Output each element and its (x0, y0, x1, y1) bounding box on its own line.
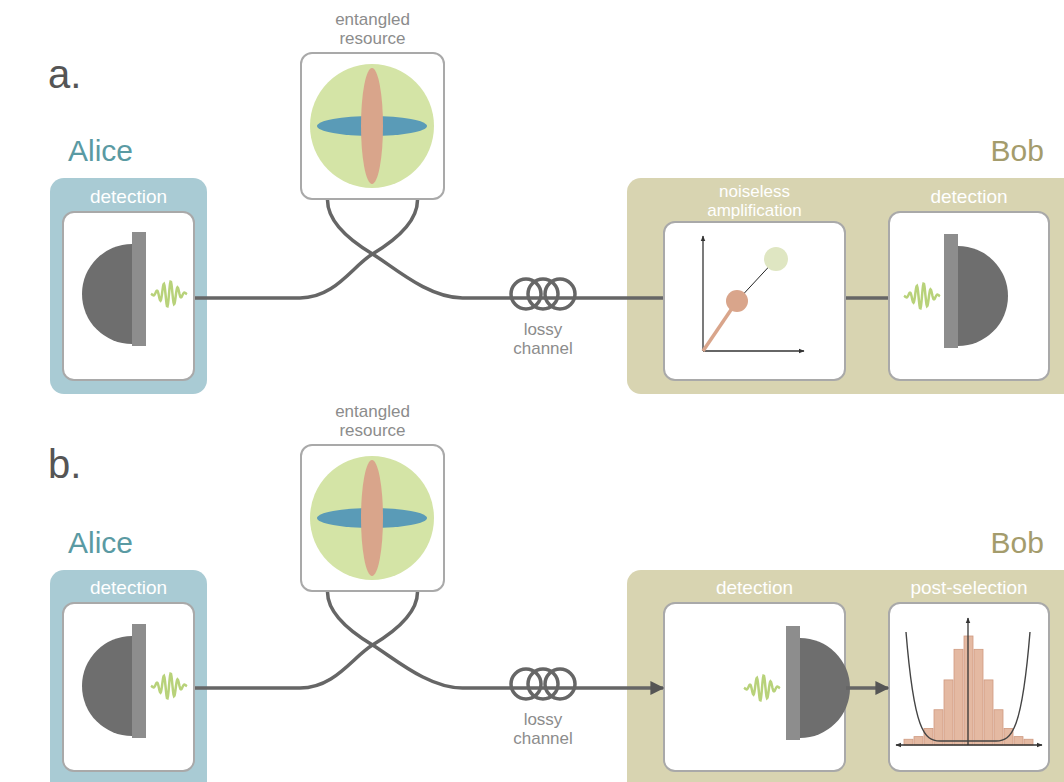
amplification-plot (703, 236, 804, 351)
node-heading: Bob (627, 134, 1064, 168)
node-heading: Alice (50, 526, 207, 560)
node-heading: detection (890, 186, 1048, 208)
panel-letter: b. (48, 442, 81, 486)
bob-detector (944, 234, 1008, 348)
wave-packet (904, 284, 940, 309)
panel-letter: a. (48, 52, 81, 96)
histogram-bar (1024, 739, 1033, 745)
bob-detector (786, 626, 850, 740)
amplification-box: noiseless amplification (663, 221, 846, 381)
node-heading: entangled resource (313, 10, 433, 48)
node-heading: noiseless amplification (692, 182, 818, 220)
alice-detector (82, 232, 146, 346)
alice-detector (82, 624, 146, 738)
histogram-bar (944, 680, 953, 745)
wave-packet (744, 676, 780, 701)
histogram-bar (904, 739, 913, 745)
node-heading: post-selection (890, 577, 1048, 599)
node-heading: detection (64, 577, 193, 599)
coil-icon (511, 279, 575, 309)
fiber-line (328, 592, 664, 688)
histogram-bar (1014, 737, 1023, 745)
node-heading: detection (665, 577, 844, 599)
histogram-plot (896, 618, 1042, 745)
histogram-bar (914, 737, 923, 745)
node-heading: Alice (50, 134, 207, 168)
node-heading: detection (64, 186, 193, 208)
fiber-line (846, 296, 888, 300)
histogram-bar (984, 680, 993, 745)
resource-icon (310, 456, 434, 580)
node-heading: entangled resource (313, 402, 433, 440)
edge-label: lossy channel (503, 710, 583, 748)
wave-packet (151, 282, 187, 307)
selection-curve (906, 632, 1030, 741)
fiber-line (195, 592, 418, 688)
wave-packet (151, 674, 187, 699)
fiber-line (328, 200, 664, 298)
coil-icon (511, 669, 575, 699)
histogram-bar (954, 649, 963, 745)
histogram-bar (934, 710, 943, 745)
fiber-line (846, 686, 888, 690)
histogram-bar (974, 649, 983, 745)
fiber-line (195, 200, 418, 298)
resource-icon (310, 64, 434, 188)
node-heading: Bob (627, 526, 1064, 560)
edge-label: lossy channel (503, 320, 583, 358)
